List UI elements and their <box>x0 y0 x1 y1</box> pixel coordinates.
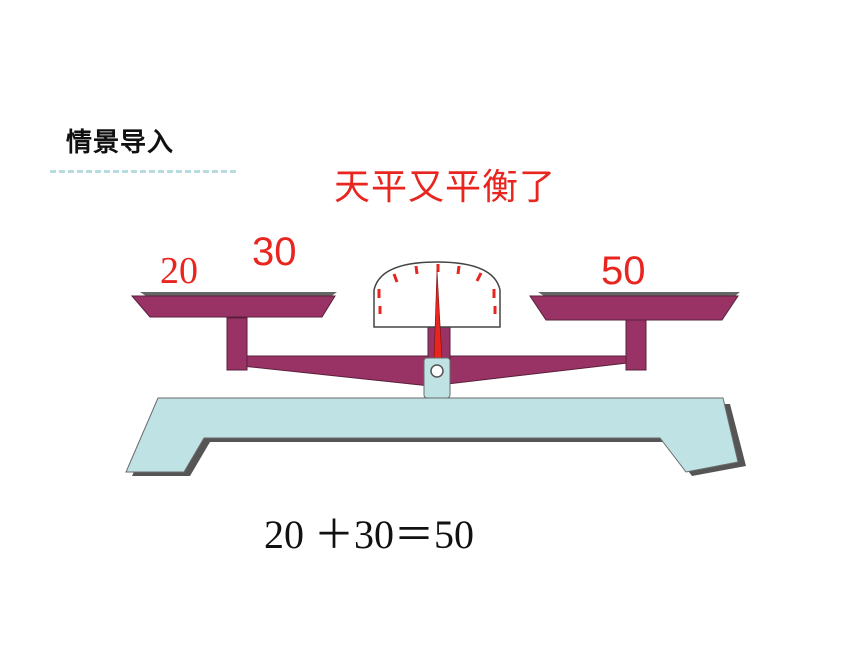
left-pan-weight-30: 30 <box>252 230 297 274</box>
section-title-underline <box>50 170 236 173</box>
balance-caption: 天平又平衡了 <box>334 167 557 208</box>
equation: 20 ＋30＝50 <box>264 512 474 557</box>
left-pan-weight-20: 20 <box>160 250 198 292</box>
dial-ticks <box>377 264 497 314</box>
right-pan <box>529 292 740 371</box>
right-pan-weight-50: 50 <box>601 249 646 293</box>
scale-base <box>125 397 746 476</box>
scale-pivot <box>423 357 451 399</box>
scale-dial <box>373 261 501 361</box>
left-pan <box>130 292 337 371</box>
section-title: 情景导入 <box>66 128 175 158</box>
